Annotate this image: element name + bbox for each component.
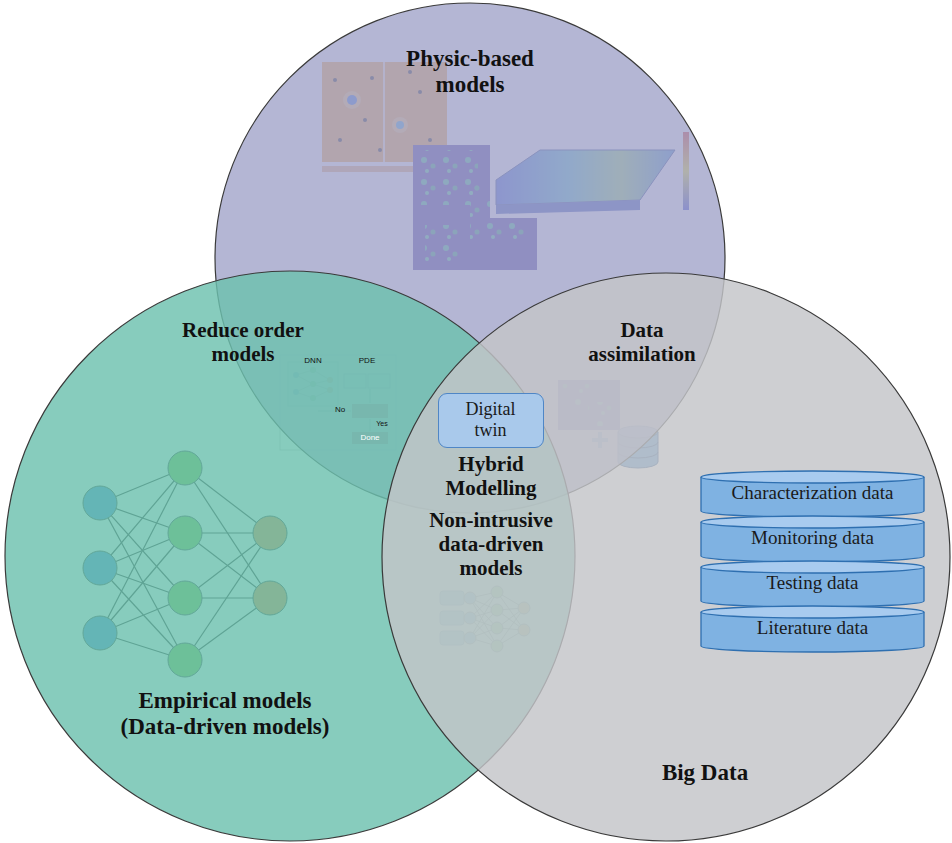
figure-label: PDE	[352, 356, 382, 365]
database-cylinder: Testing data	[700, 560, 925, 608]
database-cylinder: Characterization data	[700, 470, 925, 518]
circle-title: Empirical models (Data-driven models)	[115, 688, 335, 741]
digital-twin-box: Digital twin	[438, 393, 544, 448]
database-label: Literature data	[700, 617, 925, 639]
region-label: Hybrid Modelling	[416, 452, 566, 500]
cylinder-text-wrap: Testing data	[700, 572, 925, 594]
region-label: Data assimilation	[572, 318, 712, 366]
box-label: Digital twin	[458, 399, 524, 440]
cylinder-text-wrap: Monitoring data	[700, 527, 925, 549]
region-label: Non-intrusive data-driven models	[406, 508, 576, 580]
database-cylinder: Literature data	[700, 605, 925, 653]
cylinder-text-wrap: Literature data	[700, 617, 925, 639]
figure-label: No	[330, 405, 350, 414]
box-text-wrap: Digital twin	[448, 395, 534, 444]
figure-label: Yes	[372, 420, 392, 428]
region-label: Reduce order models	[163, 318, 323, 366]
figure-label: DNN	[293, 356, 333, 365]
database-label: Testing data	[700, 572, 925, 594]
circle-title: Physic-based models	[370, 46, 570, 99]
circle-title: Big Data	[625, 760, 785, 786]
database-label: Monitoring data	[700, 527, 925, 549]
figure-label: Done	[352, 433, 388, 443]
database-label: Characterization data	[700, 482, 925, 504]
database-cylinder: Monitoring data	[700, 515, 925, 563]
cylinder-text-wrap: Characterization data	[700, 482, 925, 504]
